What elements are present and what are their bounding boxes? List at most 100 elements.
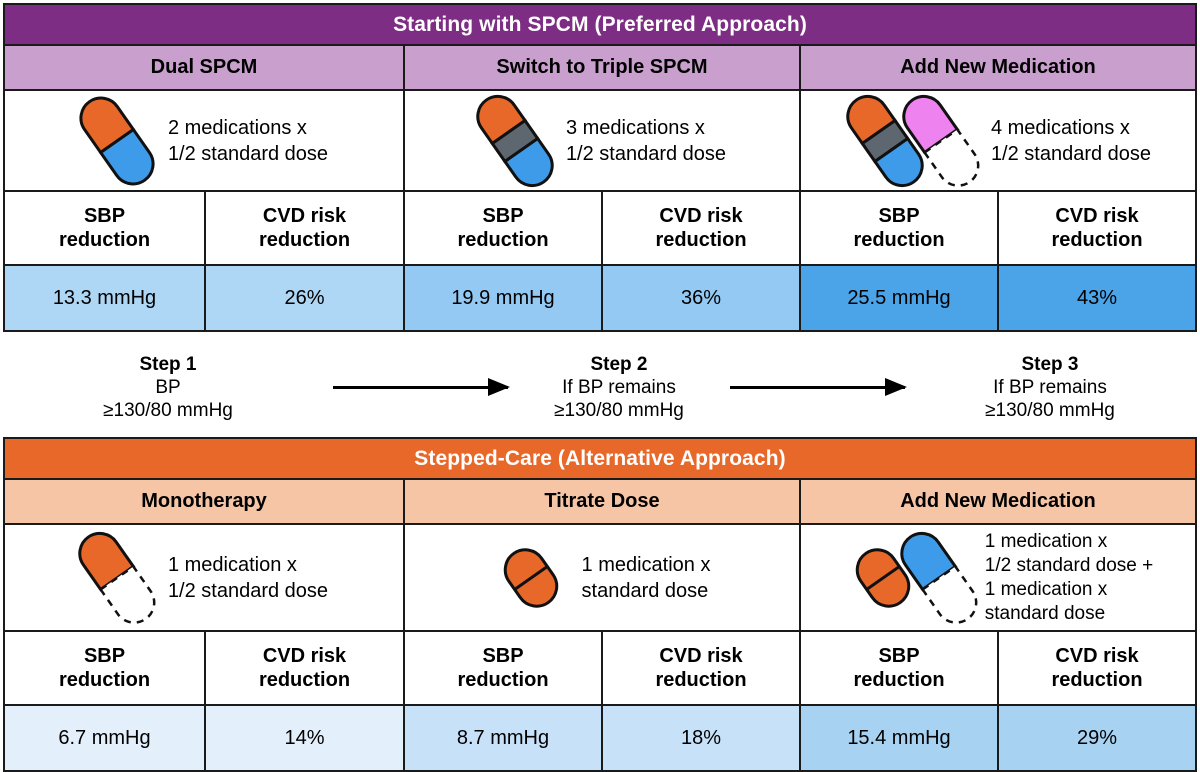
dose-line: standard dose (581, 579, 709, 602)
spcm-triple-cvd-value: 36% (601, 266, 799, 330)
stepped-titrate-sbp-value: 8.7 mmHg (403, 706, 601, 770)
dose-line: 2 medications x (167, 116, 307, 139)
capsule-pair-orange-blue-icon (843, 531, 978, 624)
dose-line: 1/2 standard dose (167, 579, 329, 602)
stepped-care-section: Stepped-Care (Alternative Approach) Mono… (3, 437, 1197, 772)
spcm-metric-value-row: 13.3 mmHg 26% 19.9 mmHg 36% 25.5 mmHg 43… (5, 264, 1195, 330)
spcm-col-title-dual: Dual SPCM (5, 46, 403, 89)
spcm-add-cell: 4 medications x 1/2 standard dose (799, 91, 1195, 190)
spcm-dual-dose-text: 2 medications x 1/2 standard dose (168, 115, 328, 167)
stepped-mono-dose-text: 1 medication x 1/2 standard dose (168, 552, 328, 604)
step-title: Step 1 (139, 353, 197, 375)
metric-header-line: reduction (1051, 229, 1143, 251)
metric-header-line: SBP (83, 205, 126, 227)
stepped-col-title-add: Add New Medication (799, 480, 1195, 523)
dose-line: 4 medications x (990, 116, 1130, 139)
capsule-pair-triple-magenta-icon (845, 94, 980, 187)
metric-header-line: SBP (83, 645, 126, 667)
metric-header-line: reduction (258, 229, 351, 251)
metric-header-line: SBP (878, 205, 920, 227)
metric-header-line: reduction (853, 669, 945, 691)
step-2-text: Step 2 If BP remains ≥130/80 mmHg (508, 353, 730, 422)
capsule-orange-gray-blue-icon (476, 94, 554, 187)
stepped-titrate-dose-text: 1 medication x standard dose (582, 552, 711, 604)
step-title: Step 3 (1021, 353, 1079, 375)
spcm-add-sbp-value: 25.5 mmHg (799, 266, 997, 330)
stepped-medication-row: 1 medication x 1/2 standard dose 1 medic… (5, 523, 1195, 630)
capsule-orange-blue-icon (79, 96, 155, 185)
stepped-subheader-row: Monotherapy Titrate Dose Add New Medicat… (5, 478, 1195, 523)
arrow-step2-to-step3-icon (730, 377, 907, 396)
step-line3: ≥130/80 mmHg (103, 399, 233, 421)
metric-header-line: CVD risk (262, 645, 347, 667)
stepped-metric-value-row: 6.7 mmHg 14% 8.7 mmHg 18% 15.4 mmHg 29% (5, 704, 1195, 770)
stepped-mono-cvd-value: 14% (204, 706, 403, 770)
spcm-col-title-triple: Switch to Triple SPCM (403, 46, 799, 89)
step-line3: ≥130/80 mmHg (554, 399, 684, 421)
metric-header-line: SBP (482, 645, 524, 667)
stepped-banner: Stepped-Care (Alternative Approach) (5, 439, 1195, 478)
metric-header-line: reduction (457, 669, 549, 691)
dose-line: 1 medication x (167, 553, 297, 576)
spcm-subheader-row: Dual SPCM Switch to Triple SPCM Add New … (5, 44, 1195, 89)
stepped-col-title-titrate: Titrate Dose (403, 480, 799, 523)
spcm-dual-cvd-value: 26% (204, 266, 403, 330)
dose-line: 3 medications x (565, 116, 705, 139)
stepped-titrate-cell: 1 medication x standard dose (403, 525, 799, 630)
metric-header-line: CVD risk (659, 205, 743, 227)
dose-line: 1 medication x (984, 530, 1108, 552)
spcm-col-title-add: Add New Medication (799, 46, 1195, 89)
dose-line: standard dose (984, 602, 1106, 624)
step-line2: If BP remains (993, 376, 1107, 398)
metric-header-line: reduction (655, 229, 747, 251)
step-line2: BP (155, 376, 181, 398)
step-1-group: Step 1 BP ≥130/80 mmHg (3, 353, 510, 422)
metric-header-line: reduction (58, 229, 151, 251)
steps-flow: Step 1 BP ≥130/80 mmHg Step 2 If BP rema… (3, 348, 1197, 426)
metric-header-line: CVD risk (262, 205, 347, 227)
metric-header-line: SBP (482, 205, 524, 227)
arrow-step1-to-step2-icon (333, 377, 510, 396)
step-3-group: Step 3 If BP remains ≥130/80 mmHg (905, 353, 1195, 422)
metric-header-line: reduction (853, 229, 945, 251)
capsule-full-orange-icon (494, 534, 568, 622)
spcm-triple-sbp-value: 19.9 mmHg (403, 266, 601, 330)
spcm-dual-cell: 2 medications x 1/2 standard dose (5, 91, 403, 190)
metric-header-line: reduction (457, 229, 549, 251)
spcm-medication-row: 2 medications x 1/2 standard dose 3 (5, 89, 1195, 190)
spcm-banner: Starting with SPCM (Preferred Approach) (5, 5, 1195, 44)
step-2-group: Step 2 If BP remains ≥130/80 mmHg (508, 353, 907, 422)
stepped-mono-cell: 1 medication x 1/2 standard dose (5, 525, 403, 630)
spcm-triple-dose-text: 3 medications x 1/2 standard dose (566, 115, 726, 167)
stepped-add-sbp-value: 15.4 mmHg (799, 706, 997, 770)
dose-line: 1/2 standard dose (990, 142, 1152, 165)
dose-line: 1/2 standard dose + (984, 554, 1154, 576)
step-title: Step 2 (590, 353, 648, 375)
metric-header-line: reduction (58, 669, 151, 691)
step-3-text: Step 3 If BP remains ≥130/80 mmHg (905, 353, 1195, 422)
capsule-half-orange-icon (78, 531, 156, 624)
dose-line: 1/2 standard dose (565, 142, 727, 165)
metric-header-line: reduction (1051, 669, 1143, 691)
metric-header-line: reduction (258, 669, 351, 691)
spcm-dual-sbp-value: 13.3 mmHg (5, 266, 204, 330)
metric-header-line: CVD risk (1055, 645, 1139, 667)
metric-header-line: CVD risk (659, 645, 743, 667)
spcm-add-cvd-value: 43% (997, 266, 1195, 330)
metric-header-line: reduction (655, 669, 747, 691)
step-line2: If BP remains (562, 376, 676, 398)
stepped-add-cvd-value: 29% (997, 706, 1195, 770)
metric-header-line: CVD risk (1055, 205, 1139, 227)
stepped-col-title-mono: Monotherapy (5, 480, 403, 523)
